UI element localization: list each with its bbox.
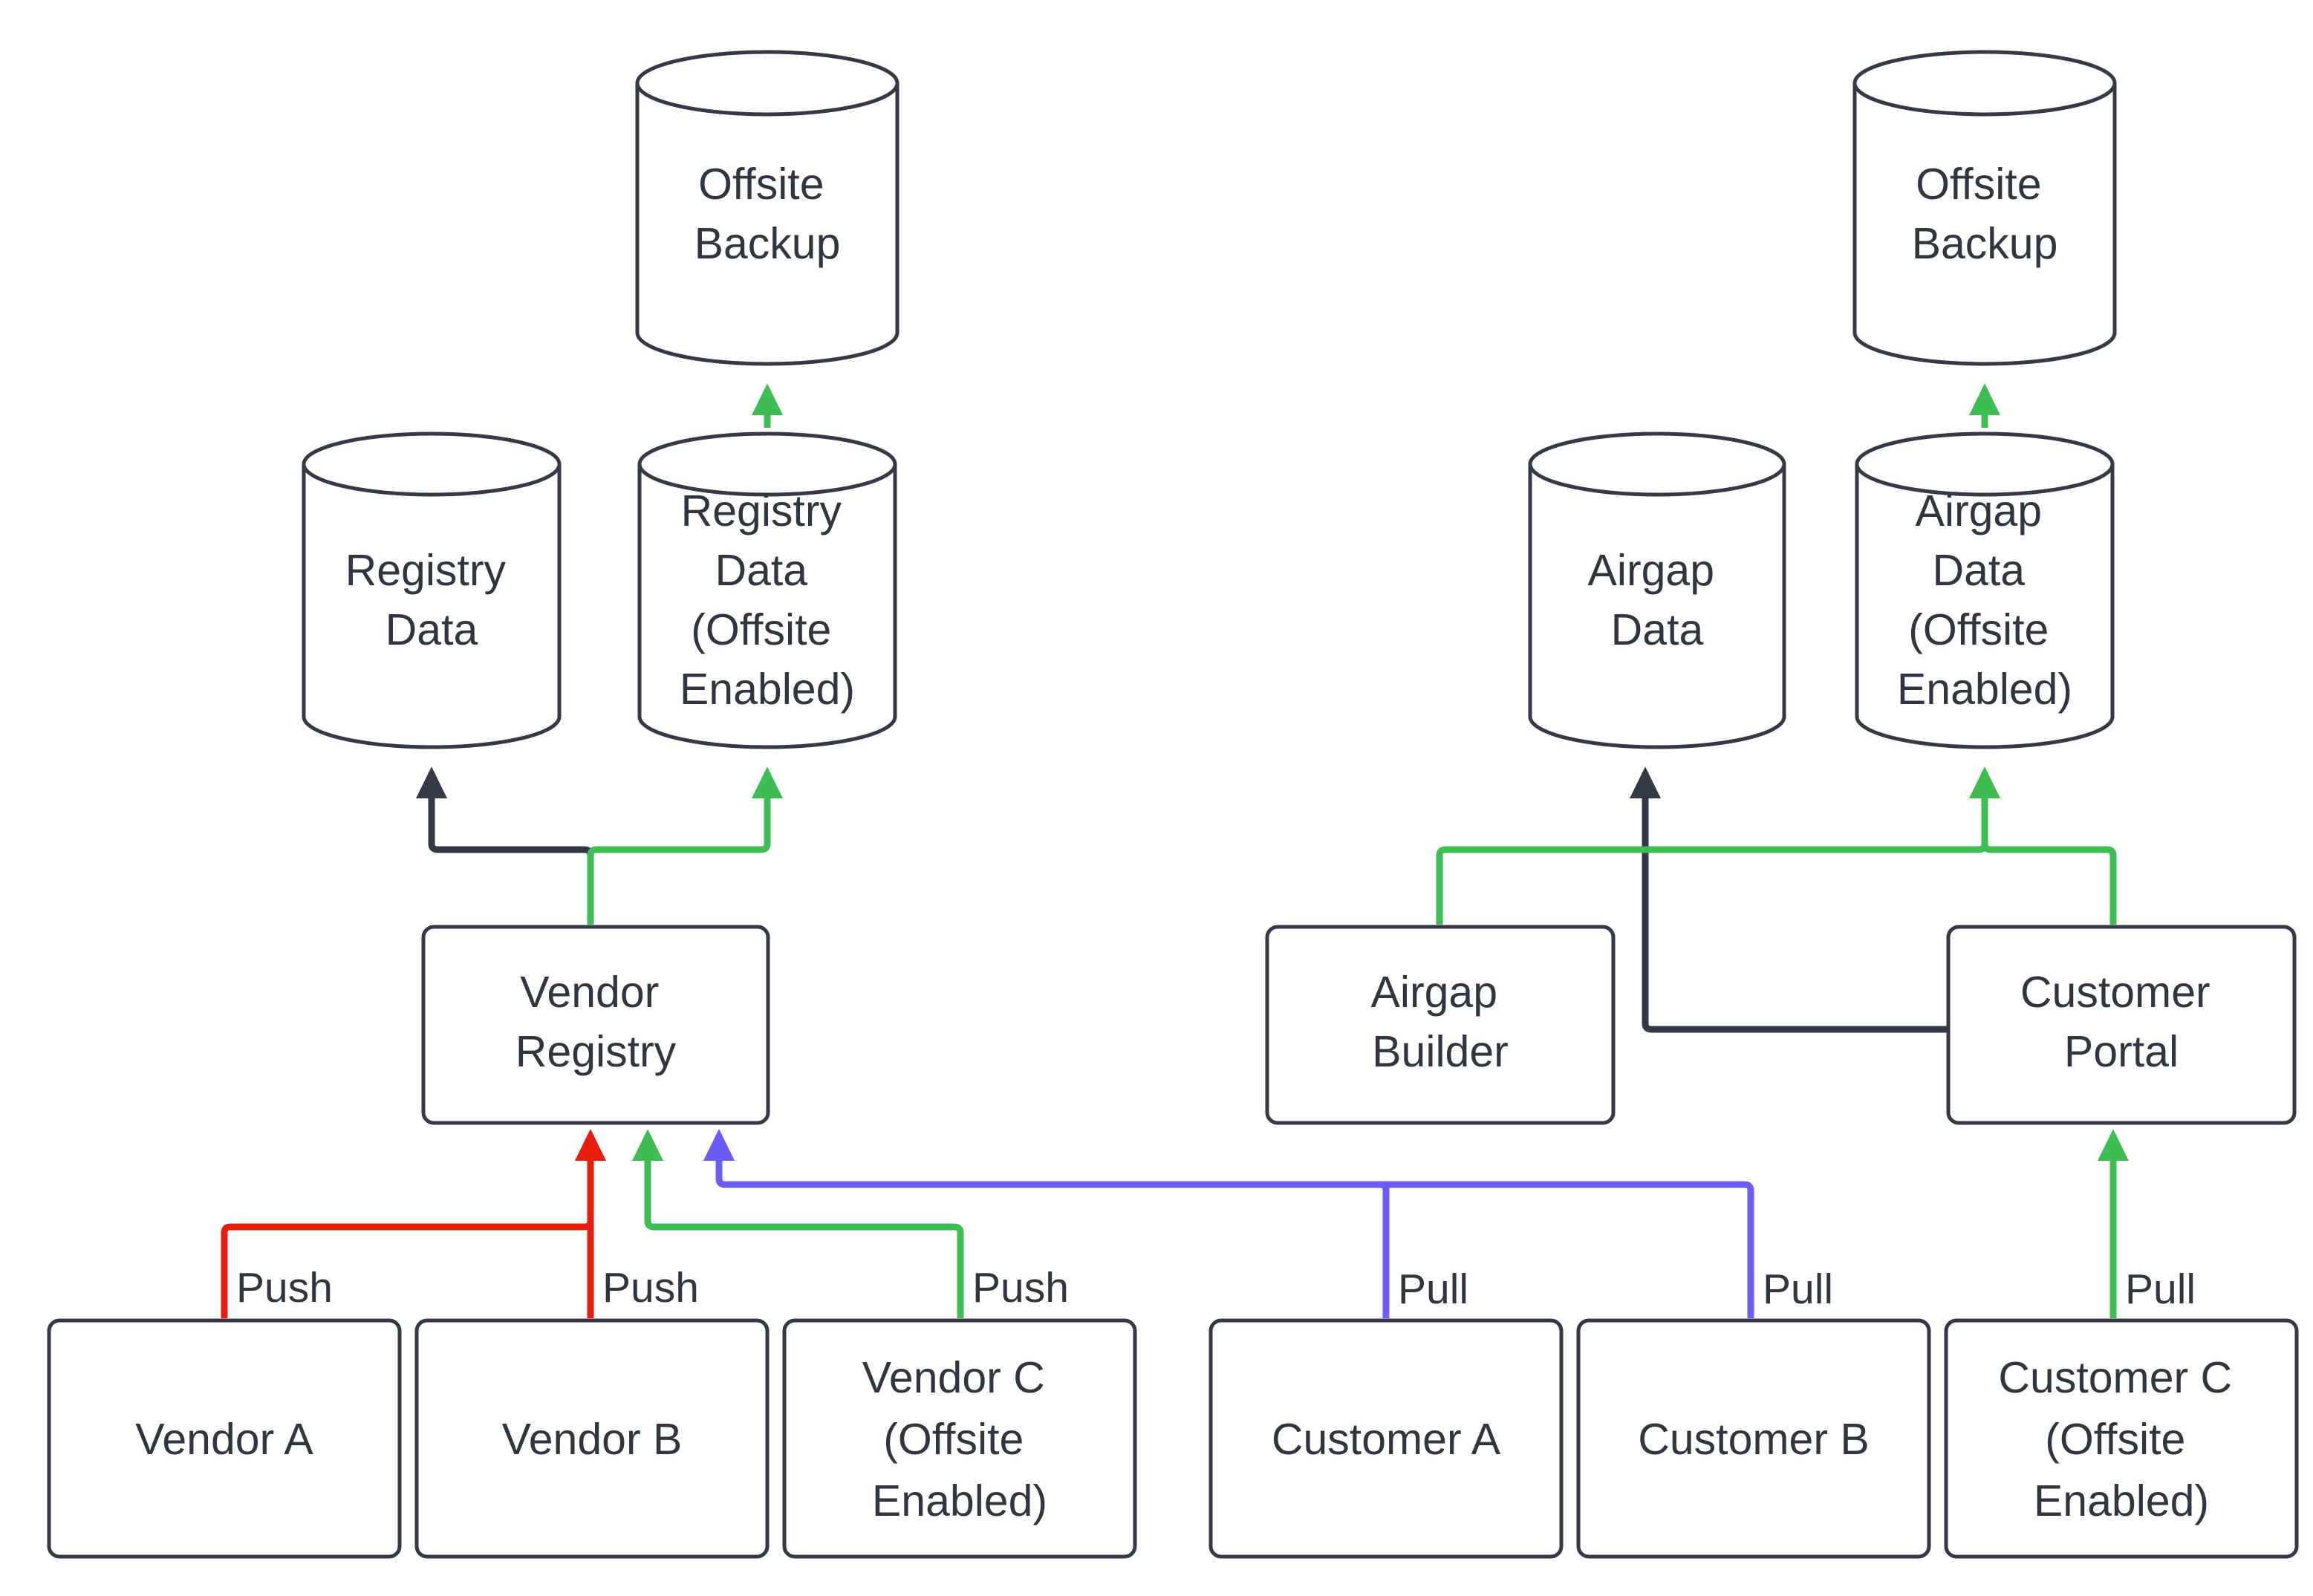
svg-text:Registry Data: Registry Data (Offsite Enabled)	[680, 486, 855, 714]
node-offsite-backup-right[interactable]: Offsite Backup	[1852, 50, 2117, 366]
node-label-line: Customer A	[1272, 1415, 1501, 1464]
svg-text:Registry Data: Registry Data	[345, 546, 518, 654]
svg-text:Customer B: Customer B	[1638, 1415, 1869, 1464]
edge-label-customer-c-pull: Pull	[2125, 1266, 2196, 1313]
edge-label-customer-a-pull: Pull	[1398, 1266, 1468, 1313]
svg-text:Customer A: Customer A	[1272, 1415, 1501, 1464]
svg-text:Vendor C (Offsite: Vendor C (Offsite Enabled)	[862, 1353, 1057, 1525]
svg-text:Offsite Backup: Offsite Backup	[694, 160, 841, 268]
edge-label-vendor-a-push: Push	[236, 1264, 333, 1312]
node-label-line: Enabled)	[2034, 1476, 2209, 1525]
node-label-line: Enabled)	[680, 665, 855, 714]
node-label-line: Vendor C	[862, 1353, 1045, 1402]
svg-text:Vendor A: Vendor A	[135, 1415, 313, 1464]
svg-text:Vendor B: Vendor B	[502, 1415, 683, 1464]
node-label-line: Customer C	[1998, 1353, 2232, 1402]
node-label-line: Data	[715, 546, 807, 595]
node-vendor-a[interactable]: Vendor A	[47, 1318, 402, 1559]
node-label-line: Data	[1611, 605, 1704, 654]
svg-text:Vendor Registry: Vendor Registry	[515, 968, 677, 1076]
svg-text:Airgap Data (O: Airgap Data (Offsite Enabled)	[1897, 486, 2072, 714]
node-label-line: Airgap	[1588, 546, 1715, 595]
node-registry-data[interactable]: Registry Data	[302, 431, 562, 749]
node-label-line: Vendor A	[135, 1415, 313, 1464]
node-vendor-b[interactable]: Vendor B	[414, 1318, 770, 1559]
node-label-line: Airgap	[1916, 486, 2043, 535]
node-label-line: Enabled)	[1897, 665, 2072, 714]
node-customer-c[interactable]: Customer C (Offsite Enabled)	[1944, 1318, 2299, 1559]
edge-customer-b-pull	[703, 1129, 1754, 1318]
edge-airgap-builder-to-airgap-data-offsite	[1436, 766, 2001, 925]
node-label-line: Vendor B	[502, 1415, 683, 1464]
node-customer-portal[interactable]: Customer Portal	[1946, 925, 2297, 1125]
edge-vendor-c-push	[631, 1129, 964, 1318]
node-label-line: Enabled)	[872, 1476, 1047, 1525]
node-label-line: Backup	[1912, 219, 2058, 268]
svg-text:Customer C (Offsite: Customer C (Offsite Enabled)	[1998, 1353, 2244, 1525]
edge-label-vendor-c-push: Push	[972, 1264, 1069, 1312]
svg-text:Airgap Data: Airgap Data	[1588, 546, 1727, 654]
node-registry-data-offsite[interactable]: Registry Data (Offsite Enabled)	[637, 431, 897, 749]
edge-label-customer-b-pull: Pull	[1763, 1266, 1833, 1313]
node-airgap-data-offsite[interactable]: Airgap Data (Offsite Enabled)	[1855, 431, 2115, 749]
node-customer-a[interactable]: Customer A	[1208, 1318, 1564, 1559]
node-label-line: (Offsite	[2045, 1415, 2185, 1464]
node-label-line: (Offsite	[883, 1415, 1024, 1464]
edge-label-vendor-b-push: Push	[602, 1264, 699, 1312]
node-label-line: Data	[1932, 546, 2025, 595]
node-vendor-registry[interactable]: Vendor Registry	[421, 925, 770, 1125]
node-label-line: Customer B	[1638, 1415, 1869, 1464]
node-label-line: Offsite	[1916, 160, 2041, 209]
svg-text:Customer Portal: Customer Portal	[2020, 968, 2222, 1076]
node-label-line: (Offsite	[691, 605, 831, 654]
node-label-line: Backup	[694, 219, 841, 268]
node-label-line: Airgap	[1371, 968, 1498, 1017]
node-label-line: Registry	[515, 1027, 677, 1076]
node-label-line: (Offsite	[1908, 605, 2049, 654]
node-label-line: Offsite	[698, 160, 824, 209]
node-label-line: Registry	[345, 546, 507, 595]
node-offsite-backup-left[interactable]: Offsite Backup	[635, 50, 900, 366]
node-label-line: Data	[386, 605, 478, 654]
node-label-line: Vendor	[520, 968, 659, 1017]
node-airgap-data[interactable]: Airgap Data	[1528, 431, 1786, 749]
edge-vendor-registry-to-registry-data-offsite	[587, 766, 784, 925]
svg-text:Offsite Backup: Offsite Backup	[1912, 160, 2058, 268]
edge-vendor-registry-to-registry-data	[415, 766, 594, 925]
node-label-line: Builder	[1372, 1027, 1509, 1076]
node-label-line: Customer	[2020, 968, 2210, 1017]
edge-customer-portal-to-airgap-data	[1629, 766, 1948, 1033]
node-airgap-builder[interactable]: Airgap Builder	[1265, 925, 1616, 1125]
node-customer-b[interactable]: Customer B	[1576, 1318, 1931, 1559]
node-vendor-c[interactable]: Vendor C (Offsite Enabled)	[782, 1318, 1137, 1559]
edge-customer-portal-to-airgap-data-offsite	[1968, 766, 2117, 925]
node-label-line: Portal	[2064, 1027, 2179, 1076]
svg-text:Airgap Builder: Airgap Builder	[1371, 968, 1510, 1076]
node-label-line: Registry	[681, 486, 842, 535]
